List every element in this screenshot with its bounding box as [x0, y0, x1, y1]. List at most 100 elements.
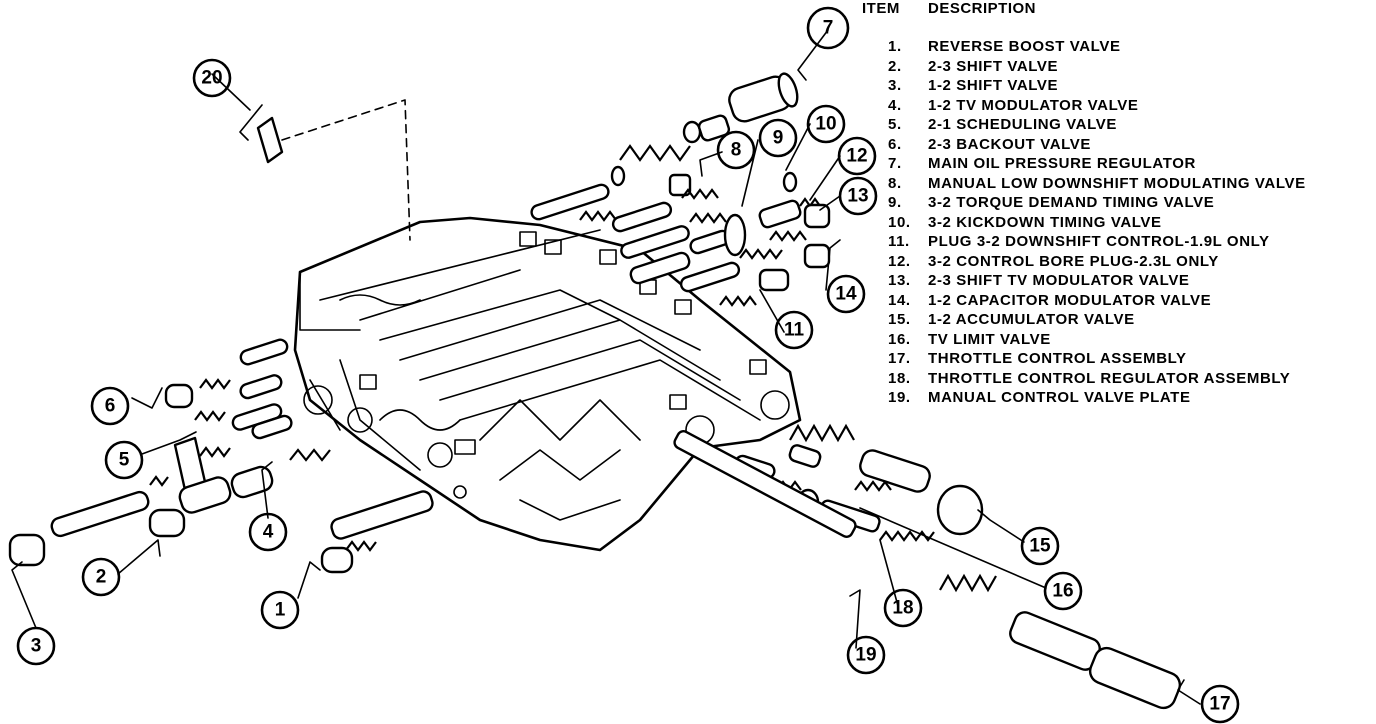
callout-15: 15 [1020, 526, 1060, 566]
svg-text:16: 16 [1052, 581, 1073, 602]
legend-item-number: 17. [888, 350, 911, 367]
upper-valve-train [530, 72, 831, 307]
legend-item-description: TV LIMIT VALVE [928, 330, 1051, 348]
valve-body-housing [293, 216, 802, 552]
legend-row: 15. 1-2 ACCUMULATOR VALVE [862, 311, 1372, 331]
legend-item-description: 3-2 CONTROL BORE PLUG-2.3L ONLY [928, 252, 1219, 270]
legend-row: 18. THROTTLE CONTROL REGULATOR ASSEMBLY [862, 370, 1372, 390]
legend-item-description: 1-2 SHIFT VALVE [928, 77, 1059, 94]
callout-18: 18 [883, 588, 923, 628]
plate-part-20 [239, 104, 284, 164]
legend-item-description: 2-1 SCHEDULING VALVE [928, 116, 1117, 133]
svg-text:5: 5 [119, 450, 130, 471]
svg-text:3: 3 [31, 636, 42, 657]
legend-row: 1. REVERSE BOOST VALVE [862, 38, 1372, 58]
legend-item-description: MANUAL CONTROL VALVE PLATE [928, 389, 1191, 406]
legend-item-number: 10. [888, 213, 911, 231]
legend-item-description: PLUG 3-2 DOWNSHIFT CONTROL-1.9L ONLY [928, 233, 1270, 250]
legend-row: 5. 2-1 SCHEDULING VALVE [862, 116, 1372, 136]
legend-item-description: 1-2 TV MODULATOR VALVE [928, 96, 1139, 114]
svg-text:20: 20 [201, 68, 222, 89]
legend-item-description: 2-3 SHIFT VALVE [928, 57, 1059, 75]
svg-text:15: 15 [1029, 536, 1051, 557]
legend-row: 3. 1-2 SHIFT VALVE [862, 77, 1372, 97]
callout-leaders [11, 29, 1201, 705]
legend-item-description: THROTTLE CONTROL ASSEMBLY [928, 350, 1187, 367]
callout-3: 3 [16, 626, 56, 666]
legend-item-number: 3. [888, 77, 902, 94]
legend-row: 16. TV LIMIT VALVE [862, 331, 1372, 351]
legend-item-description: 2-3 SHIFT TV MODULATOR VALVE [928, 272, 1190, 289]
svg-text:14: 14 [835, 284, 857, 305]
legend-row: 17. THROTTLE CONTROL ASSEMBLY [862, 350, 1372, 370]
callout-4: 4 [248, 512, 288, 552]
legend-row: 9. 3-2 TORQUE DEMAND TIMING VALVE [862, 194, 1372, 214]
legend-item-number: 5. [888, 116, 902, 133]
item-column-header: ITEM [862, 0, 900, 17]
svg-text:9: 9 [773, 128, 784, 149]
svg-text:8: 8 [731, 140, 742, 161]
svg-text:18: 18 [892, 598, 913, 619]
legend-row: 4.1-2 TV MODULATOR VALVE [862, 97, 1372, 117]
svg-text:17: 17 [1209, 694, 1230, 715]
legend-item-number: 18. [888, 369, 911, 387]
legend-item-number: 9. [888, 194, 902, 211]
legend-item-description: THROTTLE CONTROL REGULATOR ASSEMBLY [928, 369, 1291, 387]
legend-row: 14. 1-2 CAPACITOR MODULATOR VALVE [862, 292, 1372, 312]
legend-item-number: 7. [888, 155, 902, 172]
callout-12: 12 [837, 136, 877, 176]
legend-row: 19. MANUAL CONTROL VALVE PLATE [862, 389, 1372, 409]
legend-item-number: 15. [888, 311, 911, 328]
dashed-leader-20 [281, 99, 411, 241]
legend-item-number: 11. [888, 233, 910, 250]
svg-text:1: 1 [275, 600, 286, 621]
legend-item-description: 3-2 KICKDOWN TIMING VALVE [928, 213, 1162, 231]
left-valve-train [8, 338, 434, 574]
legend-row: 6.2-3 BACKOUT VALVE [862, 136, 1372, 156]
callout-13: 13 [838, 176, 878, 216]
svg-text:2: 2 [96, 567, 107, 588]
callout-16: 16 [1043, 571, 1083, 611]
legend-item-description: 3-2 TORQUE DEMAND TIMING VALVE [928, 194, 1215, 211]
legend-item-description: 1-2 ACCUMULATOR VALVE [928, 311, 1135, 328]
callout-8: 8 [716, 130, 756, 170]
callout-10: 10 [806, 104, 846, 144]
legend-item-number: 8. [888, 174, 902, 192]
legend-row: 7. MAIN OIL PRESSURE REGULATOR [862, 155, 1372, 175]
callout-1: 1 [260, 590, 300, 630]
description-column-header: DESCRIPTION [928, 0, 1037, 17]
svg-text:10: 10 [815, 114, 836, 135]
callout-7: 7 [806, 6, 850, 50]
legend-item-number: 12. [888, 252, 911, 270]
legend-row: 8. MANUAL LOW DOWNSHIFT MODULATING VALVE [862, 175, 1372, 195]
callout-2: 2 [81, 557, 121, 597]
legend-row: 12. 3-2 CONTROL BORE PLUG-2.3L ONLY [862, 253, 1372, 273]
callout-6: 6 [90, 386, 130, 426]
legend-item-number: 14. [888, 291, 911, 309]
legend-item-number: 1. [888, 38, 902, 55]
svg-text:13: 13 [847, 186, 868, 207]
legend-item-number: 16. [888, 330, 911, 348]
legend-item-description: REVERSE BOOST VALVE [928, 38, 1121, 55]
callout-5: 5 [104, 440, 144, 480]
callout-17: 17 [1200, 684, 1240, 724]
callout-14: 14 [826, 274, 866, 314]
legend-item-description: MANUAL LOW DOWNSHIFT MODULATING VALVE [928, 174, 1306, 192]
legend-item-number: 6. [888, 135, 902, 153]
callout-19: 19 [846, 635, 886, 675]
callout-9: 9 [758, 118, 798, 158]
legend-item-description: MAIN OIL PRESSURE REGULATOR [928, 155, 1196, 172]
legend-row: 2.2-3 SHIFT VALVE [862, 58, 1372, 78]
svg-text:4: 4 [263, 522, 274, 543]
legend-item-number: 13. [888, 272, 911, 289]
legend-row: 13. 2-3 SHIFT TV MODULATOR VALVE [862, 272, 1372, 292]
svg-text:19: 19 [855, 645, 876, 666]
legend-item-number: 19. [888, 389, 911, 406]
svg-text:7: 7 [823, 18, 834, 39]
callout-11: 11 [774, 310, 814, 350]
legend-row: 10. 3-2 KICKDOWN TIMING VALVE [862, 214, 1372, 234]
callout-20: 20 [192, 58, 232, 98]
legend-item-description: 1-2 CAPACITOR MODULATOR VALVE [928, 291, 1212, 309]
lower-right-valve-train [673, 423, 1182, 710]
